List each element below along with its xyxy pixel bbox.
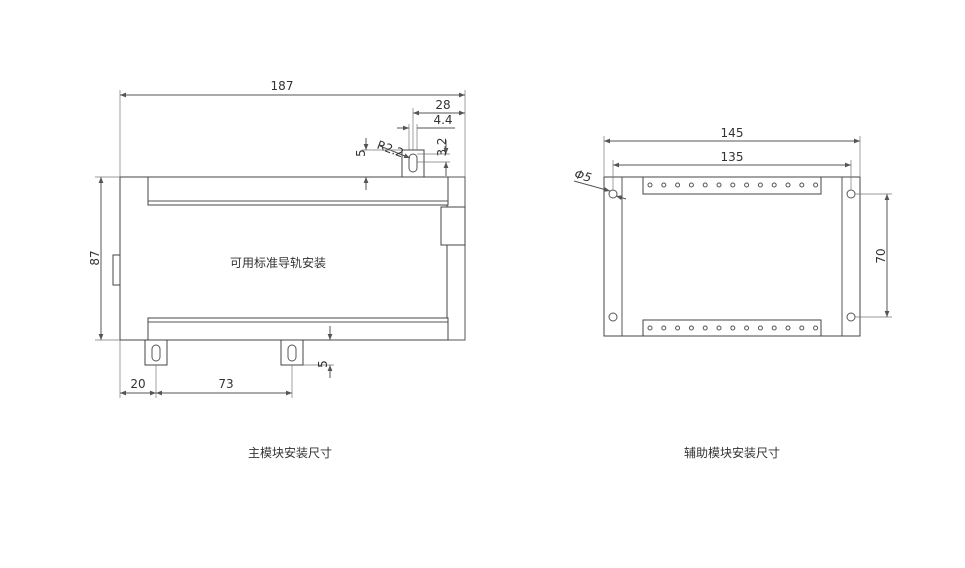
- terminal-pin: [771, 182, 777, 188]
- terminal-pin: [744, 182, 750, 188]
- dim-vertical-spacing: 70: [874, 248, 888, 263]
- terminal-pin: [771, 325, 777, 331]
- main-module-drawing: 187 28 4.4 3.2 R2.2 5 87: [88, 79, 466, 398]
- top-terminal-strip: [147, 176, 449, 206]
- bottom-terminal-strip: [147, 317, 449, 341]
- dim-radius: R2.2: [375, 138, 406, 161]
- terminal-pin: [647, 325, 653, 331]
- dim-hole-diameter: Φ5: [573, 167, 593, 185]
- terminal-pin: [661, 182, 667, 188]
- terminal-pin: [702, 182, 708, 188]
- bottom-tab-slot-left: [151, 344, 161, 362]
- aux-bottom-terminal-pins: [647, 325, 819, 331]
- terminal-pin: [757, 182, 763, 188]
- terminal-pin: [813, 182, 819, 188]
- aux-bottom-terminal-strip: [642, 319, 822, 337]
- terminal-pin: [688, 182, 694, 188]
- main-module-center-label: 可用标准导轨安装: [230, 255, 326, 270]
- dim-line-hole-diameter: [573, 180, 611, 192]
- mounting-hole-bottom-left: [608, 312, 618, 322]
- dim-tab-height-top: 5: [354, 149, 368, 157]
- dim-slot-height: 3.2: [435, 137, 449, 156]
- main-module-caption: 主模块安装尺寸: [248, 445, 332, 460]
- terminal-pin: [647, 182, 653, 188]
- terminal-pin: [799, 182, 805, 188]
- dim-left-tab-offset: 20: [130, 377, 145, 391]
- aux-top-terminal-strip: [642, 176, 822, 195]
- aux-module-caption: 辅助模块安装尺寸: [684, 445, 780, 460]
- terminal-pin: [702, 325, 708, 331]
- terminal-pin: [716, 182, 722, 188]
- terminal-pin: [675, 182, 681, 188]
- terminal-pin: [785, 182, 791, 188]
- aux-module-body: [603, 176, 861, 337]
- dim-hole-spacing: 135: [721, 150, 744, 164]
- dim-tab-spacing: 73: [218, 377, 233, 391]
- terminal-pin: [730, 182, 736, 188]
- terminal-pin: [730, 325, 736, 331]
- dim-line-radius: [379, 145, 411, 159]
- terminal-pin: [661, 325, 667, 331]
- top-tab-slot: [408, 153, 418, 173]
- terminal-pin: [744, 325, 750, 331]
- main-module-connector: [440, 206, 466, 246]
- dim-overall-width: 187: [271, 79, 294, 93]
- terminal-pin: [799, 325, 805, 331]
- dim-slot-offset: 4.4: [433, 113, 452, 127]
- terminal-pin: [675, 325, 681, 331]
- terminal-pin: [785, 325, 791, 331]
- terminal-pin: [716, 325, 722, 331]
- terminal-pin: [757, 325, 763, 331]
- aux-top-terminal-pins: [647, 182, 819, 188]
- main-module-left-stub: [112, 254, 121, 286]
- terminal-pin: [688, 325, 694, 331]
- dim-tab-offset: 28: [435, 98, 450, 112]
- terminal-pin: [813, 325, 819, 331]
- dim-tab-height-bottom: 5: [316, 360, 330, 368]
- dim-overall-height: 87: [88, 250, 102, 265]
- main-module-right-step: [447, 176, 466, 341]
- dim-outer-width: 145: [721, 126, 744, 140]
- bottom-tab-slot-right: [287, 344, 297, 362]
- aux-module-drawing: 145 135 Φ5 70: [573, 126, 892, 337]
